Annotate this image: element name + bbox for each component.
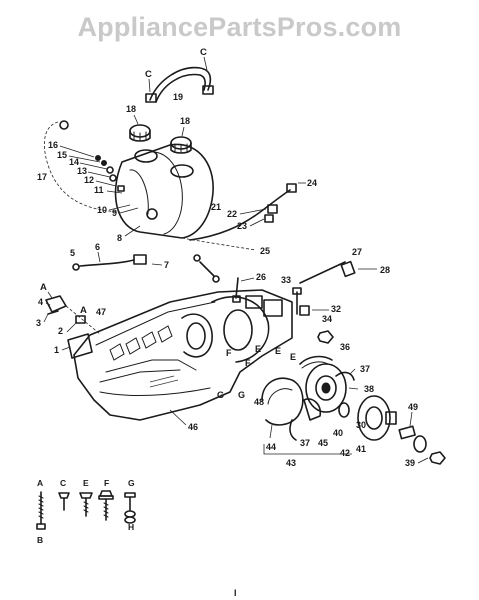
tank-cap-part: [170, 136, 192, 154]
callout-label: A: [80, 305, 87, 316]
callout-label: A: [40, 282, 47, 293]
callout-label: 7: [164, 260, 169, 270]
callout-label: 4: [38, 297, 43, 307]
callout-label: 13: [77, 166, 87, 176]
clutch-drum-part: [305, 363, 347, 413]
callout-label: 37: [300, 438, 310, 448]
hardware-key-label: G: [128, 478, 135, 488]
callout-label: G: [217, 390, 224, 400]
bolt-e-part: [79, 492, 93, 517]
callout-label: F: [245, 358, 251, 368]
callout-label: 6: [95, 242, 100, 252]
callout-label: 18: [126, 104, 136, 114]
callout-label: 10: [97, 205, 107, 215]
callout-label: 36: [340, 342, 350, 352]
fuel-fittings-part: [59, 120, 125, 192]
brake-shoe-part: [289, 398, 322, 441]
callout-label: 44: [266, 442, 276, 452]
callout-label: E: [290, 352, 296, 362]
callout-label: 11: [94, 185, 104, 195]
callout-label: 46: [188, 422, 198, 432]
bolt-f-part: [98, 490, 114, 521]
pin-part: [398, 425, 416, 440]
bracket-part: [45, 295, 101, 359]
callout-label: 32: [331, 304, 341, 314]
hardware-key-label: H: [128, 522, 134, 532]
hardware-key-label: A: [37, 478, 43, 488]
callout-label: 3: [36, 318, 41, 328]
callout-label: 25: [260, 246, 270, 256]
callout-label: 48: [254, 397, 264, 407]
hardware-key: A C E F G B H: [36, 478, 136, 545]
screw-a-part: [36, 491, 46, 530]
hardware-key-label: C: [60, 478, 66, 488]
callout-label: 33: [281, 275, 291, 285]
callout-label: G: [238, 390, 245, 400]
callout-label: E: [255, 344, 261, 354]
tank-cap-part: [129, 124, 151, 142]
clutch-spring-part: [335, 371, 355, 381]
callout-label: 18: [180, 116, 190, 126]
callout-label: 37: [360, 364, 370, 374]
callout-label: 26: [256, 272, 266, 282]
callout-label: 22: [227, 209, 237, 219]
screw-c-part: [58, 492, 70, 511]
long-bolt-part: [299, 260, 356, 284]
callout-label: 43: [286, 458, 296, 468]
main-frame-part: [73, 289, 293, 421]
fuel-tank-part: [114, 143, 214, 239]
washer-part: [338, 402, 350, 418]
bolt-part: [232, 277, 241, 303]
callout-label: 45: [318, 438, 328, 448]
callout-label: 24: [307, 178, 317, 188]
callout-label: 16: [48, 140, 58, 150]
callout-label: 5: [70, 248, 75, 258]
clutch-shoe-part: [261, 377, 304, 426]
nut-part: [317, 330, 334, 344]
callout-label: 9: [112, 208, 117, 218]
screw-part: [292, 287, 310, 316]
callout-label: C: [145, 69, 152, 80]
callout-label: 23: [237, 221, 247, 231]
callout-label: F: [226, 348, 232, 358]
callout-label: 39: [405, 458, 415, 468]
callout-label: 28: [380, 265, 390, 275]
callout-label: 30: [356, 420, 366, 430]
callout-label: 12: [84, 175, 94, 185]
callout-label: 47: [96, 307, 106, 317]
hardware-key-label: F: [104, 478, 109, 488]
hardware-key-label: B: [37, 535, 43, 545]
callout-label: 1: [54, 345, 59, 355]
fuel-line-part: [189, 183, 297, 241]
callout-label: 14: [69, 157, 79, 167]
sprocket-part: [357, 395, 397, 441]
callout-label: 8: [117, 233, 122, 243]
callout-label: 19: [173, 92, 183, 102]
callout-label: 21: [211, 202, 221, 212]
callout-label: E: [275, 346, 281, 356]
callout-label: 27: [352, 247, 362, 257]
washer-part: [413, 435, 427, 453]
callout-label: 49: [408, 402, 418, 412]
nut-part: [429, 451, 446, 465]
callout-label: 38: [364, 384, 374, 394]
callout-label: 17: [37, 172, 47, 182]
callout-label: 41: [356, 444, 366, 454]
throttle-cable-part: [72, 254, 147, 271]
spring-part: [299, 355, 333, 369]
callout-label: 2: [58, 326, 63, 336]
page-mark: I: [234, 588, 237, 598]
watermark: AppliancePartsPros.com: [77, 12, 402, 42]
callout-label: 15: [57, 150, 67, 160]
pin-part: [193, 254, 220, 283]
callout-label: 34: [322, 314, 332, 324]
hardware-key-label: E: [83, 478, 89, 488]
callout-label: 40: [333, 428, 343, 438]
callout-label: C: [200, 47, 207, 58]
callout-label: 42: [340, 448, 350, 458]
nut-g-part: [124, 492, 136, 524]
handle-bar-part: [145, 66, 214, 103]
